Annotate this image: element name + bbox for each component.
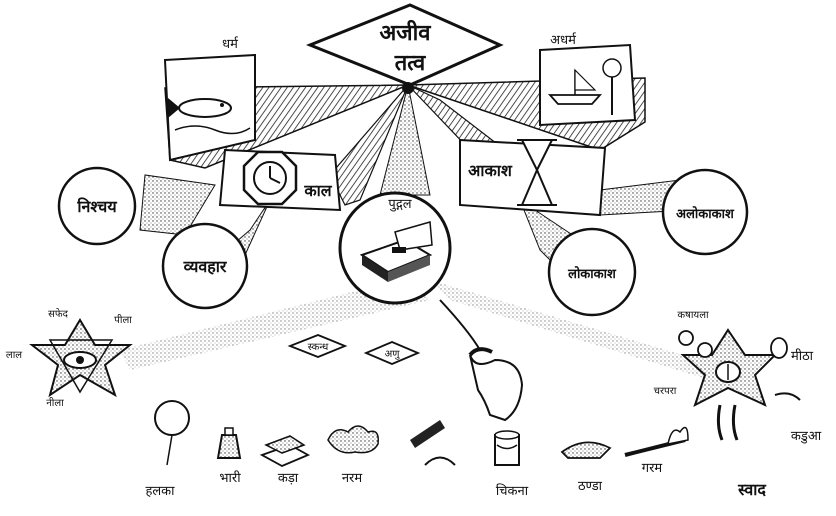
label-kada: कड़ा [278, 471, 299, 486]
butter-icon [410, 420, 520, 466]
eye-icon [63, 351, 97, 369]
chili-icon [716, 392, 801, 441]
lokakash-label: लोकाकाश [567, 266, 617, 282]
cigarette-box-icon [359, 221, 433, 282]
nishchay-label: निश्चय [76, 197, 117, 216]
kaal-panel: काल [218, 148, 342, 212]
taste-meetha: मीठा [791, 348, 814, 364]
color-laal: लाल [6, 350, 22, 361]
clock-icon [242, 150, 298, 206]
tongue-icon [715, 361, 741, 383]
fruit-icon [678, 330, 788, 359]
dharma-label: धर्म [222, 36, 239, 52]
hourglass-icon [517, 139, 557, 206]
akash-label: आकाश [468, 161, 513, 180]
vyavhar-label: व्यवहार [183, 257, 228, 276]
vyavhar-node: व्यवहार [161, 222, 249, 310]
taste-charpara: चरपरा [654, 386, 677, 397]
label-naram: नरम [342, 471, 363, 486]
label-garam: गरम [642, 461, 663, 476]
label-halka: हलका [145, 484, 175, 499]
title-diamond: अजीव तत्व [305, 3, 504, 87]
fire-icon [624, 426, 689, 457]
pudgal-node: पुद्गल [338, 191, 452, 305]
color-peela: पीला [114, 314, 132, 326]
kaal-label: काल [303, 181, 332, 200]
taste-star: कषायला मीठा चरपरा कडुआ [654, 310, 822, 444]
ray-hub [402, 82, 414, 94]
taste-kadua: कडुआ [791, 429, 822, 444]
lokakash-node: लोकाकाश [547, 227, 637, 317]
fish-icon [168, 98, 251, 135]
label-chikna: चिकना [496, 483, 529, 499]
label-swad: स्वाद [737, 480, 766, 499]
akash-panel: आकाश [459, 138, 607, 217]
alokakash-node: अलोकाकाश [661, 168, 749, 256]
skandh-diamond: स्कन्ध [287, 334, 348, 358]
ice-icon [560, 441, 612, 459]
cotton-icon [327, 425, 380, 454]
boat-icon [547, 58, 622, 115]
alokakash-label: अलोकाकाश [676, 206, 735, 222]
balloon-icon [154, 400, 190, 466]
nishchay-node: निश्चय [57, 166, 137, 246]
anu-diamond: अणु [363, 341, 421, 365]
bottom-items: हलका भारी कड़ा नरम चिकना ठण्डा [145, 400, 766, 499]
pudgal-label: पुद्गल [388, 197, 411, 212]
svg-text:अणु: अणु [385, 349, 401, 360]
adharma-label: अधर्म [550, 32, 577, 48]
svg-text:स्कन्ध: स्कन्ध [308, 342, 329, 353]
hand-icon [439, 299, 524, 422]
title-line1: अजीव [379, 19, 431, 46]
color-star: सफेद पीला लाल नीला [6, 308, 133, 409]
brick-icon [259, 435, 311, 467]
color-neela: नीला [46, 397, 64, 409]
title-line2: तत्व [394, 51, 426, 76]
label-thanda: ठण्डा [578, 479, 603, 494]
color-safed: सफेद [48, 308, 68, 320]
dharma-panel: धर्म [163, 36, 256, 162]
taste-kasayla: कषायला [677, 310, 709, 321]
weight-icon [216, 427, 242, 459]
adharma-panel: अधर्म [539, 32, 637, 127]
label-bhari: भारी [219, 470, 241, 486]
